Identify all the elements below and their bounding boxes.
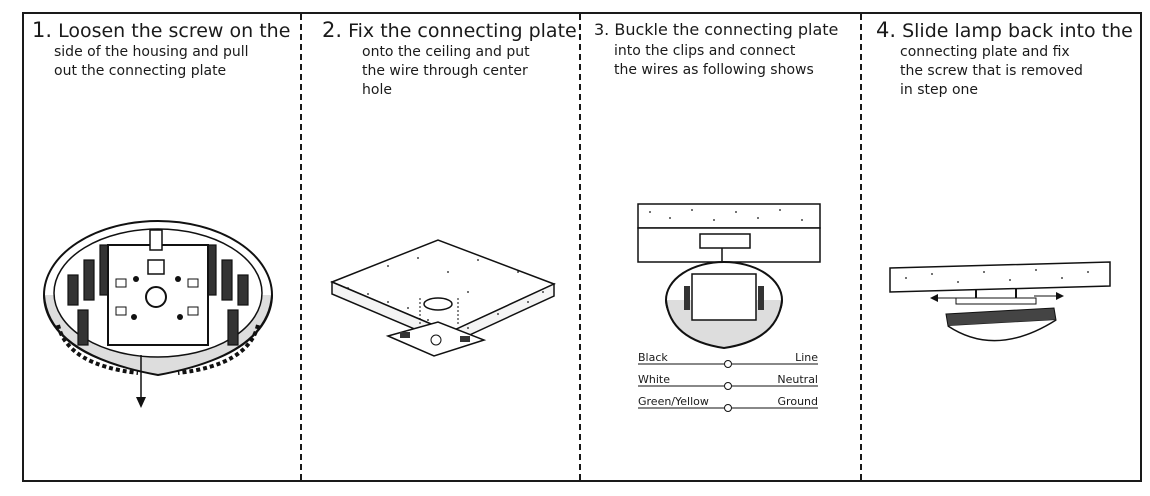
wire-green-yellow-label: Green/Yellow bbox=[638, 395, 709, 408]
divider-3 bbox=[860, 14, 862, 480]
step-4-title: 4. Slide lamp back into the bbox=[876, 18, 1133, 43]
step-4-heading: Slide lamp back into the bbox=[902, 20, 1133, 42]
step-4-line-3: in step one bbox=[900, 82, 978, 98]
step-1-heading: Loosen the screw on the bbox=[58, 20, 291, 42]
step-3-line-1: into the clips and connect bbox=[614, 43, 796, 59]
step-2-line-2: the wire through center bbox=[362, 63, 528, 79]
step-3: 3. Buckle the connecting plate into the … bbox=[594, 18, 838, 80]
step-3-body: into the clips and connect the wires as … bbox=[614, 42, 838, 80]
step-4-body: connecting plate and fix the screw that … bbox=[900, 43, 1133, 100]
step-2-line-3: hole bbox=[362, 82, 392, 98]
divider-2 bbox=[579, 14, 581, 480]
wiring-diagram: Black Line White Neutral Green/Yellow Gr… bbox=[638, 351, 818, 412]
step-1-line-2: out the connecting plate bbox=[54, 63, 227, 79]
wire-row-1: Black Line bbox=[638, 351, 818, 368]
step-1-body: side of the housing and pull out the con… bbox=[54, 43, 290, 81]
wire-ground-label: Ground bbox=[778, 395, 818, 408]
wire-row-2: White Neutral bbox=[638, 373, 818, 390]
wire-neutral-label: Neutral bbox=[777, 373, 818, 386]
step-2-body: onto the ceiling and put the wire throug… bbox=[362, 43, 577, 100]
divider-1 bbox=[300, 14, 302, 480]
step-1-title: 1. Loosen the screw on the bbox=[32, 18, 290, 43]
step-4-line-2: the screw that is removed bbox=[900, 63, 1083, 79]
wiring-illustration bbox=[637, 203, 821, 350]
wire-row-3: Green/Yellow Ground bbox=[638, 395, 818, 412]
step-4: 4. Slide lamp back into the connecting p… bbox=[876, 18, 1133, 100]
step-2-heading: Fix the connecting plate bbox=[348, 20, 577, 42]
step-2-title: 2. Fix the connecting plate bbox=[322, 18, 577, 43]
wire-black-label: Black bbox=[638, 351, 668, 364]
step-4-number: 4. bbox=[876, 18, 897, 42]
step-3-line-2: the wires as following shows bbox=[614, 62, 814, 78]
wire-line-label: Line bbox=[795, 351, 818, 364]
step-1-line-1: side of the housing and pull bbox=[54, 44, 249, 60]
ceiling-plate-illustration bbox=[330, 239, 556, 357]
step-2: 2. Fix the connecting plate onto the cei… bbox=[322, 18, 577, 100]
wire-white-label: White bbox=[638, 373, 670, 386]
step-4-line-1: connecting plate and fix bbox=[900, 44, 1070, 60]
step-3-title: 3. Buckle the connecting plate bbox=[594, 18, 838, 42]
step-3-heading: Buckle the connecting plate bbox=[614, 20, 839, 39]
instruction-frame bbox=[22, 12, 1142, 482]
step-1-number: 1. bbox=[32, 18, 53, 42]
step-1: 1. Loosen the screw on the side of the h… bbox=[32, 18, 290, 81]
step-2-number: 2. bbox=[322, 18, 343, 42]
step-3-number: 3. bbox=[594, 20, 610, 39]
lamp-housing-illustration bbox=[43, 220, 273, 408]
slide-lamp-illustration bbox=[889, 261, 1111, 342]
step-2-line-1: onto the ceiling and put bbox=[362, 44, 530, 60]
